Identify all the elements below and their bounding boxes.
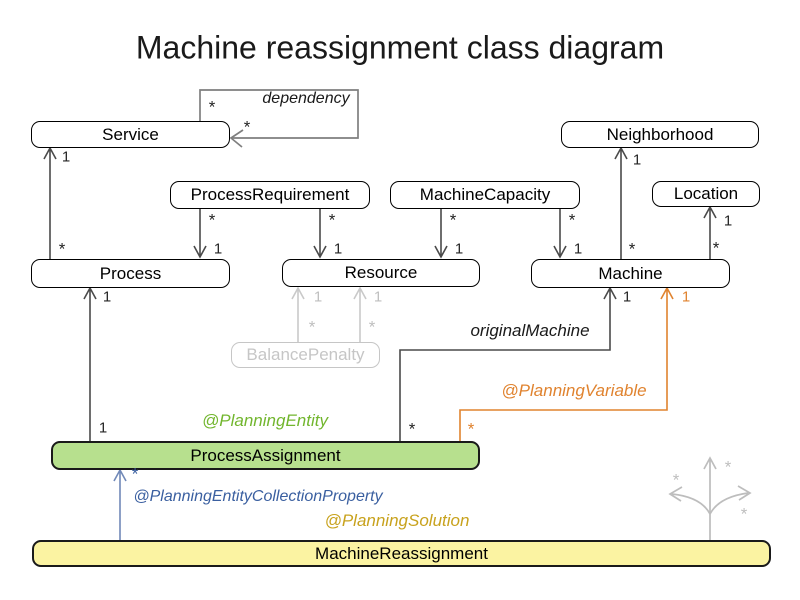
processassignment-process-target-multiplicity: 1 — [102, 288, 112, 306]
machine-location-source-multiplicity: * — [712, 238, 720, 258]
class-service: Service — [31, 121, 230, 148]
planningvariable-target-multiplicity: 1 — [681, 288, 691, 306]
diagram-title: Machine reassignment class diagram — [135, 29, 665, 66]
dependency-loop-arrowhead — [229, 129, 244, 148]
processrequirement-process-source-multiplicity: * — [208, 210, 216, 230]
planning-entity-annotation: @PlanningEntity — [202, 411, 328, 430]
balancepenalty-resource-arrow-left — [291, 286, 305, 342]
collectionproperty-multiplicity: * — [131, 464, 139, 484]
machinecapacity-machine-arrow — [553, 209, 567, 259]
processrequirement-resource-target-multiplicity: 1 — [333, 240, 343, 258]
class-process-requirement: ProcessRequirement — [170, 181, 370, 209]
planningvariable-source-multiplicity: * — [467, 419, 475, 439]
balancepenalty-left-source-multiplicity: * — [308, 317, 316, 337]
planning-variable-annotation: @PlanningVariable — [501, 381, 647, 400]
faded-collection-arrow-up — [703, 456, 717, 540]
class-location: Location — [652, 181, 760, 207]
class-process-assignment: ProcessAssignment — [51, 441, 480, 470]
process-service-arrow — [43, 146, 57, 259]
planning-entity-collection-property-annotation: @PlanningEntityCollectionProperty — [133, 488, 383, 505]
dependency-target-multiplicity: * — [243, 117, 251, 137]
balancepenalty-right-target-multiplicity: 1 — [373, 288, 383, 306]
machinecapacity-machine-target-multiplicity: 1 — [573, 240, 583, 258]
dependency-source-multiplicity: * — [208, 97, 216, 117]
planning-solution-annotation: @PlanningSolution — [324, 511, 470, 530]
machine-location-arrow — [703, 205, 717, 259]
machinecapacity-machine-source-multiplicity: * — [568, 210, 576, 230]
process-end-multiplicity: * — [58, 239, 66, 259]
machine-neighborhood-source-multiplicity: * — [628, 239, 636, 259]
class-resource: Resource — [282, 259, 480, 287]
planningvariable-machine-arrow — [459, 286, 674, 442]
faded-collection-left-multiplicity: * — [672, 470, 680, 490]
processrequirement-process-target-multiplicity: 1 — [213, 240, 223, 258]
originalmachine-source-multiplicity: * — [408, 419, 416, 439]
originalmachine-target-multiplicity: 1 — [622, 288, 632, 306]
machine-neighborhood-arrow — [614, 146, 628, 259]
class-machine: Machine — [531, 259, 730, 288]
processassignment-process-source-multiplicity: 1 — [98, 419, 108, 437]
faded-collection-top-multiplicity: * — [724, 457, 732, 477]
dependency-loop — [199, 89, 359, 139]
location-end-multiplicity: 1 — [723, 212, 733, 230]
machinecapacity-resource-arrow — [434, 209, 448, 259]
balancepenalty-right-source-multiplicity: * — [368, 317, 376, 337]
class-neighborhood: Neighborhood — [561, 121, 759, 148]
service-end-multiplicity: 1 — [61, 148, 71, 166]
faded-collection-arrow-right — [709, 485, 752, 515]
class-machine-reassignment: MachineReassignment — [32, 540, 771, 567]
processrequirement-resource-arrow — [313, 209, 327, 259]
machinecapacity-resource-source-multiplicity: * — [449, 210, 457, 230]
processrequirement-resource-source-multiplicity: * — [328, 210, 336, 230]
balancepenalty-left-target-multiplicity: 1 — [313, 288, 323, 306]
original-machine-label: originalMachine — [470, 321, 590, 340]
class-balance-penalty: BalancePenalty — [231, 342, 380, 368]
originalmachine-arrow — [399, 286, 617, 442]
neighborhood-end-multiplicity: 1 — [632, 151, 642, 169]
machinecapacity-resource-target-multiplicity: 1 — [454, 240, 464, 258]
collectionproperty-arrow — [113, 468, 127, 540]
class-process: Process — [31, 259, 230, 288]
processrequirement-process-arrow — [193, 209, 207, 259]
balancepenalty-resource-arrow-right — [353, 286, 367, 342]
processassignment-process-arrow — [83, 286, 97, 442]
faded-collection-right-multiplicity: * — [740, 504, 748, 524]
class-machine-capacity: MachineCapacity — [390, 181, 580, 209]
faded-collection-arrow-left — [668, 486, 711, 515]
dependency-label: dependency — [262, 90, 350, 107]
